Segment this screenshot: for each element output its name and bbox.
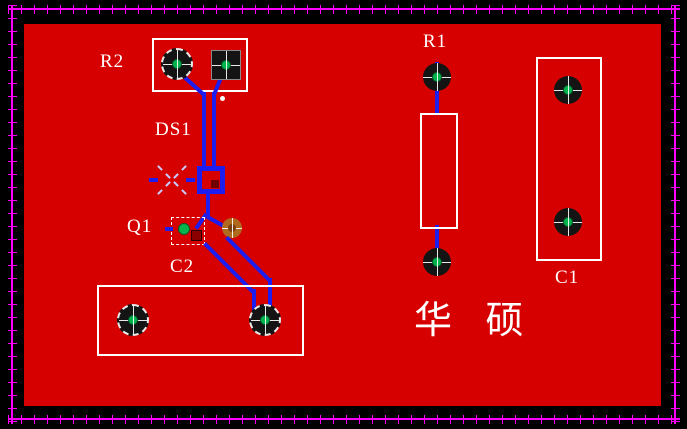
designator-R1[interactable]: R1 [423,31,448,52]
pad-C1-1[interactable] [554,76,582,104]
footprint-outline-C1[interactable] [536,57,602,261]
pad-hole [221,60,231,70]
keepout-border-left[interactable] [8,5,17,424]
designator-Q1[interactable]: Q1 [127,216,153,237]
pad-R2-2[interactable] [211,50,241,80]
via[interactable] [222,218,242,238]
pad-hole [563,217,573,227]
designator-C2[interactable]: C2 [170,256,195,277]
pad-R1-2[interactable] [423,248,451,276]
pad-hole [432,72,442,82]
track-vertical-2[interactable] [212,92,216,171]
keepout-border-right[interactable] [671,5,680,424]
track-vertical-1[interactable] [202,92,206,171]
pad-hole [563,85,573,95]
pad-hole [172,59,182,69]
footprint-outline-C2[interactable] [97,285,304,356]
keepout-border-bottom[interactable] [8,415,680,424]
pad-Q1-2[interactable] [191,230,202,241]
footprint-outline-Q1[interactable] [171,217,205,245]
pad-DS1-square[interactable] [197,166,225,194]
via-hole [228,224,236,232]
track-c2-vertical-2[interactable] [268,278,272,322]
track-stub-ds1-right[interactable] [186,178,195,182]
pad-hole [211,180,219,188]
designator-C1[interactable]: C1 [555,267,580,288]
reference-dot[interactable] [220,96,225,101]
keepout-border-top[interactable] [8,5,680,14]
track-stub-q1[interactable] [165,227,173,231]
pad-C2-1[interactable] [117,304,149,336]
pad-R1-1[interactable] [423,63,451,91]
footprint-outline-R1[interactable] [420,113,458,229]
track-ds1-down[interactable] [206,193,210,216]
silkscreen-logo-text[interactable]: 华 硕 [414,300,536,342]
pad-hole [128,315,138,325]
pad-R2-1[interactable] [161,48,193,80]
track-stub-ds1-left[interactable] [149,178,158,182]
pad-Q1-1[interactable] [178,223,190,235]
designator-DS1[interactable]: DS1 [155,119,192,140]
pad-C1-2[interactable] [554,208,582,236]
track-c2-vertical-1[interactable] [252,289,256,322]
designator-R2[interactable]: R2 [100,51,125,72]
pad-hole [432,257,442,267]
pad-hole [260,315,270,325]
pad-C2-2[interactable] [249,304,281,336]
